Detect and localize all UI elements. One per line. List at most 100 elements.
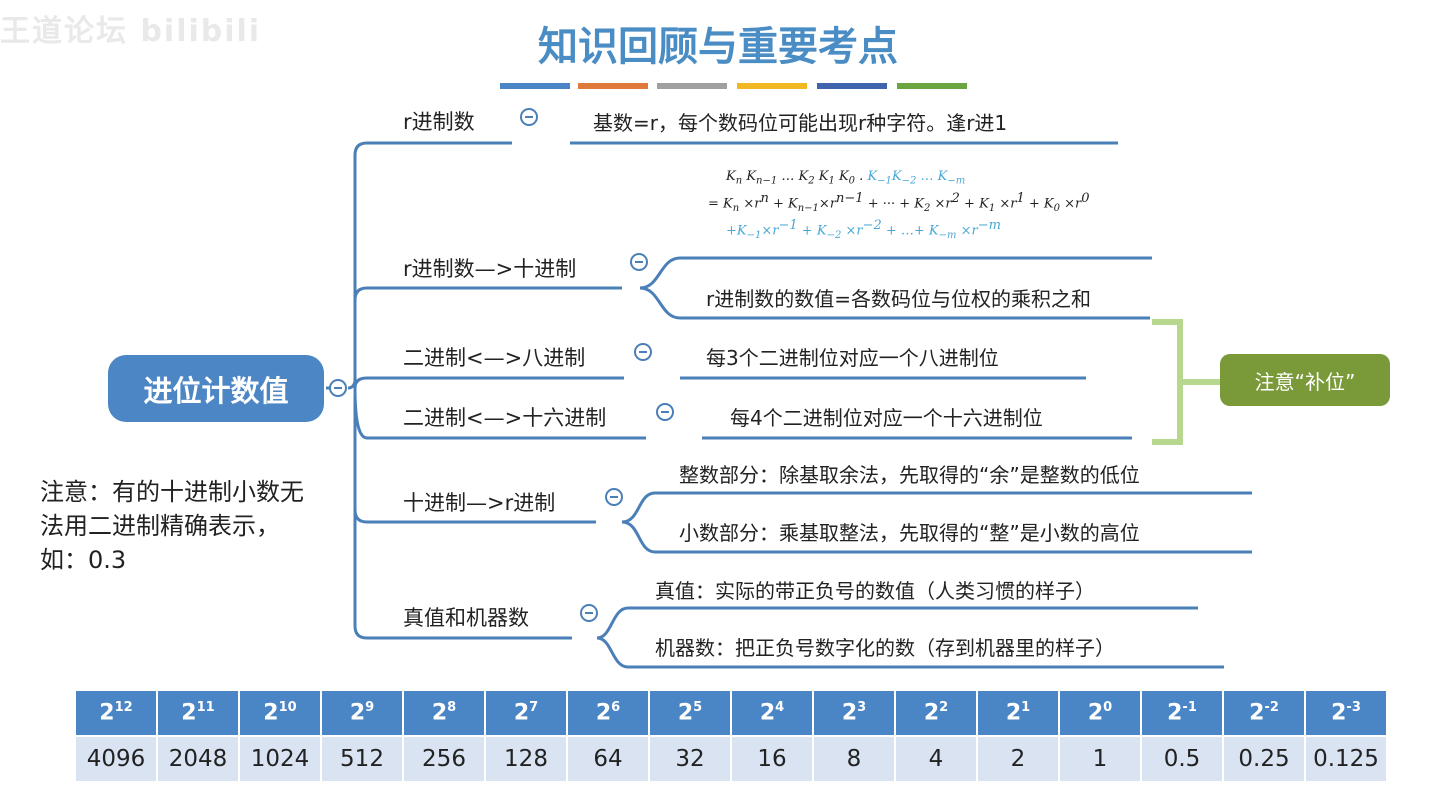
power-value-cell: 32	[650, 737, 730, 781]
power-exponent: 2	[939, 700, 949, 716]
branch-r-to-decimal-desc: r进制数的数值=各数码位与位权的乘积之和	[706, 287, 1091, 311]
branch-bin-oct[interactable]: 二进制<—>八进制	[403, 346, 586, 370]
collapse-icon[interactable]	[630, 253, 648, 271]
collapse-icon[interactable]	[520, 108, 538, 126]
power-header-cell: 212	[76, 691, 156, 735]
power-value-cell: 128	[486, 737, 566, 781]
power-header-cell: 28	[404, 691, 484, 735]
branch-machine-number: 机器数：把正负号数字化的数（存到机器里的样子）	[655, 636, 1115, 660]
watermark: 王道论坛 bilibili	[0, 14, 262, 49]
formula-line-3: +K−1×r−1 + K−2 ×r−2 + …+ K−m ×r−m	[726, 217, 1001, 241]
collapse-icon[interactable]	[605, 488, 623, 506]
power-header-cell: 27	[486, 691, 566, 735]
power-exponent: -3	[1346, 700, 1361, 716]
power-base: 2	[595, 700, 612, 726]
collapse-icon[interactable]	[329, 379, 347, 397]
power-header-cell: 23	[814, 691, 894, 735]
branch-bin-hex-desc: 每4个二进制位对应一个十六进制位	[730, 406, 1043, 430]
power-value-cell: 512	[322, 737, 402, 781]
branch-bin-hex[interactable]: 二进制<—>十六进制	[403, 406, 607, 430]
power-base: 2	[181, 700, 197, 726]
power-exponent: 1	[1021, 700, 1031, 716]
power-value-cell: 0.5	[1142, 737, 1222, 781]
power-header-cell: 29	[322, 691, 402, 735]
branch-true-machine[interactable]: 真值和机器数	[403, 606, 529, 630]
power-header-cell: 24	[732, 691, 812, 735]
collapse-icon[interactable]	[634, 343, 652, 361]
color-bar	[500, 83, 570, 89]
color-bar	[737, 83, 807, 89]
power-base: 2	[1249, 700, 1265, 726]
power-exponent: 6	[611, 700, 621, 716]
branch-r-base-desc: 基数=r，每个数码位可能出现r种字符。逢r进1	[593, 111, 1008, 135]
power-exponent: 9	[365, 700, 375, 716]
power-base: 2	[1087, 700, 1104, 726]
power-base: 2	[841, 700, 858, 726]
power-header-cell: 210	[240, 691, 320, 735]
power-header-cell: 25	[650, 691, 730, 735]
branch-true-value: 真值：实际的带正负号的数值（人类习惯的样子）	[655, 579, 1095, 603]
power-base: 2	[1167, 700, 1183, 726]
power-base: 2	[431, 700, 448, 726]
power-header-cell: 211	[158, 691, 238, 735]
power-value-cell: 2	[978, 737, 1058, 781]
power-base: 2	[1331, 700, 1347, 726]
power-value-cell: 0.125	[1306, 737, 1386, 781]
power-exponent: 10	[278, 700, 297, 716]
power-header-cell: 20	[1060, 691, 1140, 735]
color-bar	[578, 83, 648, 89]
power-value-cell: 0.25	[1224, 737, 1304, 781]
branch-decimal-to-r-fraction: 小数部分：乘基取整法，先取得的“整”是小数的高位	[679, 521, 1140, 545]
power-base: 2	[923, 700, 940, 726]
collapse-icon[interactable]	[656, 403, 674, 421]
power-exponent: -1	[1182, 700, 1197, 716]
power-header-cell: 2-1	[1142, 691, 1222, 735]
power-exponent: 0	[1103, 700, 1113, 716]
note-padding[interactable]: 注意“补位”	[1220, 354, 1390, 406]
power-value-cell: 64	[568, 737, 648, 781]
collapse-icon[interactable]	[580, 604, 598, 622]
power-exponent: 12	[114, 700, 133, 716]
power-base: 2	[1005, 700, 1022, 726]
power-header-cell: 22	[896, 691, 976, 735]
branch-decimal-to-r-integer: 整数部分：除基取余法，先取得的“余”是整数的低位	[679, 463, 1140, 487]
branch-decimal-to-r[interactable]: 十进制—>r进制	[403, 491, 556, 515]
branch-r-to-decimal[interactable]: r进制数—>十进制	[403, 257, 577, 281]
power-value-cell: 256	[404, 737, 484, 781]
formula-expansion: Kn Kn−1 … K2 K1 K0 . K−1K−2 … K−m = Kn ×…	[708, 169, 1090, 241]
central-topic[interactable]: 进位计数值	[108, 355, 324, 422]
power-header-cell: 26	[568, 691, 648, 735]
power-base: 2	[759, 700, 776, 726]
formula-line-1: Kn Kn−1 … K2 K1 K0 . K−1K−2 … K−m	[726, 169, 966, 187]
power-value-cell: 2048	[158, 737, 238, 781]
branch-bin-oct-desc: 每3个二进制位对应一个八进制位	[706, 346, 999, 370]
power-base: 2	[263, 700, 279, 726]
power-exponent: 8	[447, 700, 457, 716]
formula-line-2: = Kn ×rn + Kn−1×rn−1 + ··· + K2 ×r2 + K1…	[708, 190, 1090, 214]
power-base: 2	[513, 700, 530, 726]
power-header-cell: 2-3	[1306, 691, 1386, 735]
note-text: 注意：有的十进制小数无法用二进制精确表示，如：0.3	[40, 478, 304, 574]
power-value-cell: 4	[896, 737, 976, 781]
power-value-cell: 8	[814, 737, 894, 781]
color-bar	[817, 83, 887, 89]
power-base: 2	[349, 700, 366, 726]
power-exponent: 4	[775, 700, 785, 716]
power-exponent: 5	[693, 700, 703, 716]
power-exponent: 11	[196, 700, 215, 716]
page-title: 知识回顾与重要考点	[538, 24, 898, 70]
power-base: 2	[99, 700, 115, 726]
power-exponent: 7	[529, 700, 539, 716]
power-exponent: -2	[1264, 700, 1279, 716]
power-exponent: 3	[857, 700, 867, 716]
power-header-cell: 2-2	[1224, 691, 1304, 735]
power-value-cell: 16	[732, 737, 812, 781]
branch-r-base[interactable]: r进制数	[403, 110, 475, 134]
power-value-cell: 4096	[76, 737, 156, 781]
color-bar	[897, 83, 967, 89]
power-header-cell: 21	[978, 691, 1058, 735]
